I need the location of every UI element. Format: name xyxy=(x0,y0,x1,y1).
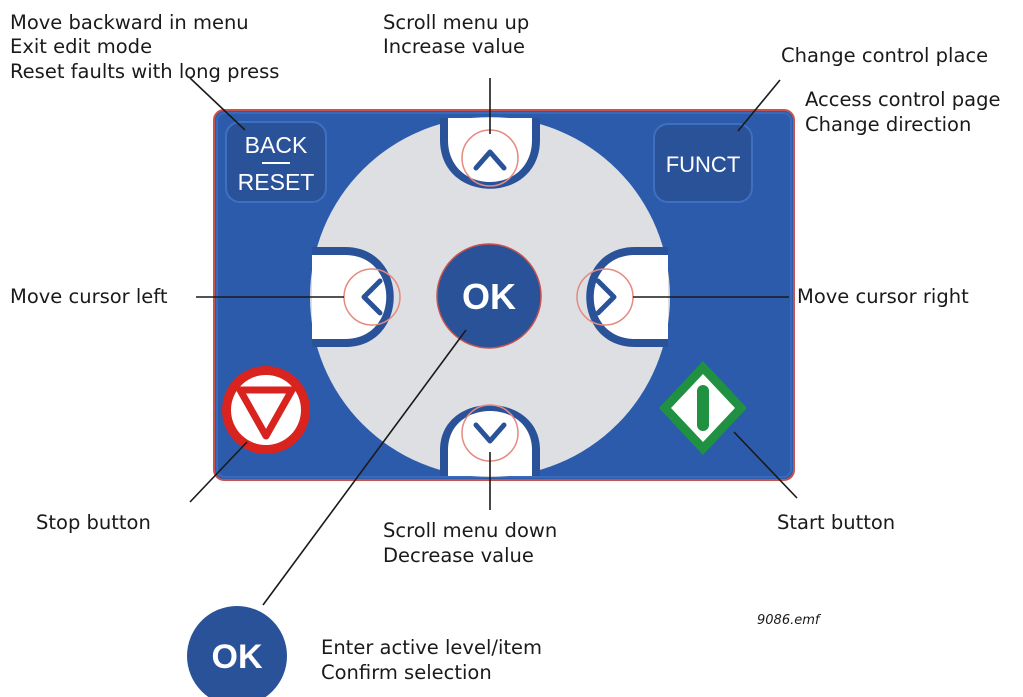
funct-label: FUNCT xyxy=(666,152,741,177)
ok-button[interactable]: OK xyxy=(436,243,542,349)
label-funct-2: Access control page xyxy=(805,88,1000,111)
back-label: BACK xyxy=(245,132,308,158)
chevron-left-icon xyxy=(361,278,383,316)
label-up-2: Increase value xyxy=(383,35,525,58)
leader-stop xyxy=(189,441,248,503)
leader-ok xyxy=(262,329,467,606)
start-diamond-icon xyxy=(697,385,709,431)
label-back-2: Exit edit mode xyxy=(10,35,152,58)
label-ok-1: Enter active level/item xyxy=(321,636,542,659)
label-funct-1: Change control place xyxy=(781,44,988,67)
chevron-down-icon xyxy=(473,422,507,444)
chevron-up-icon xyxy=(473,149,507,171)
label-stop: Stop button xyxy=(36,511,151,534)
label-right: Move cursor right xyxy=(797,285,969,308)
keypad-panel-inner-edge xyxy=(216,112,792,478)
label-left: Move cursor left xyxy=(10,285,168,308)
label-down-2: Decrease value xyxy=(383,544,534,567)
arrow-key-left[interactable] xyxy=(312,247,401,347)
ok-legend-button: OK xyxy=(187,606,287,697)
label-up-1: Scroll menu up xyxy=(383,11,529,34)
chevron-right-icon xyxy=(595,278,617,316)
leader-funct xyxy=(737,79,781,132)
label-ok-2: Confirm selection xyxy=(321,661,492,684)
leader-back xyxy=(189,77,246,131)
stop-triangle-icon xyxy=(236,386,296,440)
funct-button[interactable]: FUNCT xyxy=(653,123,753,203)
label-start: Start button xyxy=(777,511,895,534)
label-down-1: Scroll menu down xyxy=(383,519,557,542)
reset-label: RESET xyxy=(238,169,315,195)
label-back-1: Move backward in menu xyxy=(10,11,249,34)
arrow-key-up[interactable] xyxy=(440,118,540,189)
ok-legend-label: OK xyxy=(212,638,263,676)
label-funct-3: Change direction xyxy=(805,113,971,136)
stop-button[interactable] xyxy=(222,366,310,454)
label-back-3: Reset faults with long press xyxy=(10,60,279,83)
ok-button-label: OK xyxy=(462,276,516,317)
start-button[interactable] xyxy=(659,361,747,455)
arrow-key-right[interactable] xyxy=(576,247,668,347)
arrow-key-down[interactable] xyxy=(440,404,540,476)
back-reset-button[interactable]: BACK RESET xyxy=(225,121,327,203)
file-reference: 9086.emf xyxy=(757,613,822,628)
leader-start xyxy=(733,431,798,499)
